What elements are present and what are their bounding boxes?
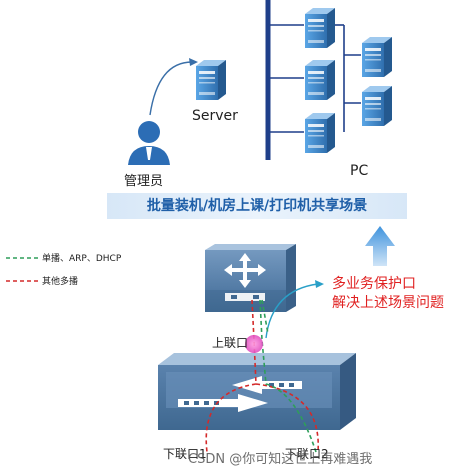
server-icon xyxy=(196,60,226,100)
pc-icon xyxy=(305,60,335,100)
administrator-label: 管理员 xyxy=(124,174,164,189)
uplink-port-highlight xyxy=(245,335,263,353)
unicast-path xyxy=(259,299,317,453)
traffic-lines xyxy=(205,299,319,453)
downlink-port-2-label: 下联口2 xyxy=(285,447,329,461)
watermark: CSDN @你可知这世上再难遇我 xyxy=(188,452,373,467)
callout-line-2: 解决上述场景问题 xyxy=(332,295,444,311)
up-arrow-icon xyxy=(365,226,395,266)
administrator-icon xyxy=(128,121,170,165)
legend-multicast-label: 其他多播 xyxy=(42,277,79,287)
admin-to-server-arrowhead xyxy=(189,58,198,66)
callout-line-1: 多业务保护口 xyxy=(332,276,416,292)
core-switch-icon xyxy=(205,244,296,312)
server-label: Server xyxy=(192,108,238,124)
admin-to-server-arrow xyxy=(149,61,193,116)
access-switch-icon xyxy=(158,353,356,430)
legend-unicast-label: 单播、ARP、DHCP xyxy=(42,254,122,264)
multicast-path xyxy=(205,299,257,453)
pc-label: PC xyxy=(350,163,369,179)
pc-branch-lines xyxy=(270,24,361,133)
unicast-path xyxy=(261,299,269,335)
pc-icon xyxy=(305,8,335,48)
pc-icon xyxy=(362,86,392,126)
downlink-port-1-label: 下联口1 xyxy=(163,447,207,461)
pc-icon xyxy=(362,37,392,77)
scenario-banner: 批量装机/机房上课/打印机共享场景 xyxy=(107,193,407,219)
multicast-path xyxy=(255,383,319,453)
callout-text: 多业务保护口 解决上述场景问题 xyxy=(332,275,444,313)
callout-arrowhead xyxy=(315,280,324,288)
pc-icon xyxy=(305,113,335,153)
uplink-port-label: 上联口 xyxy=(212,336,249,350)
